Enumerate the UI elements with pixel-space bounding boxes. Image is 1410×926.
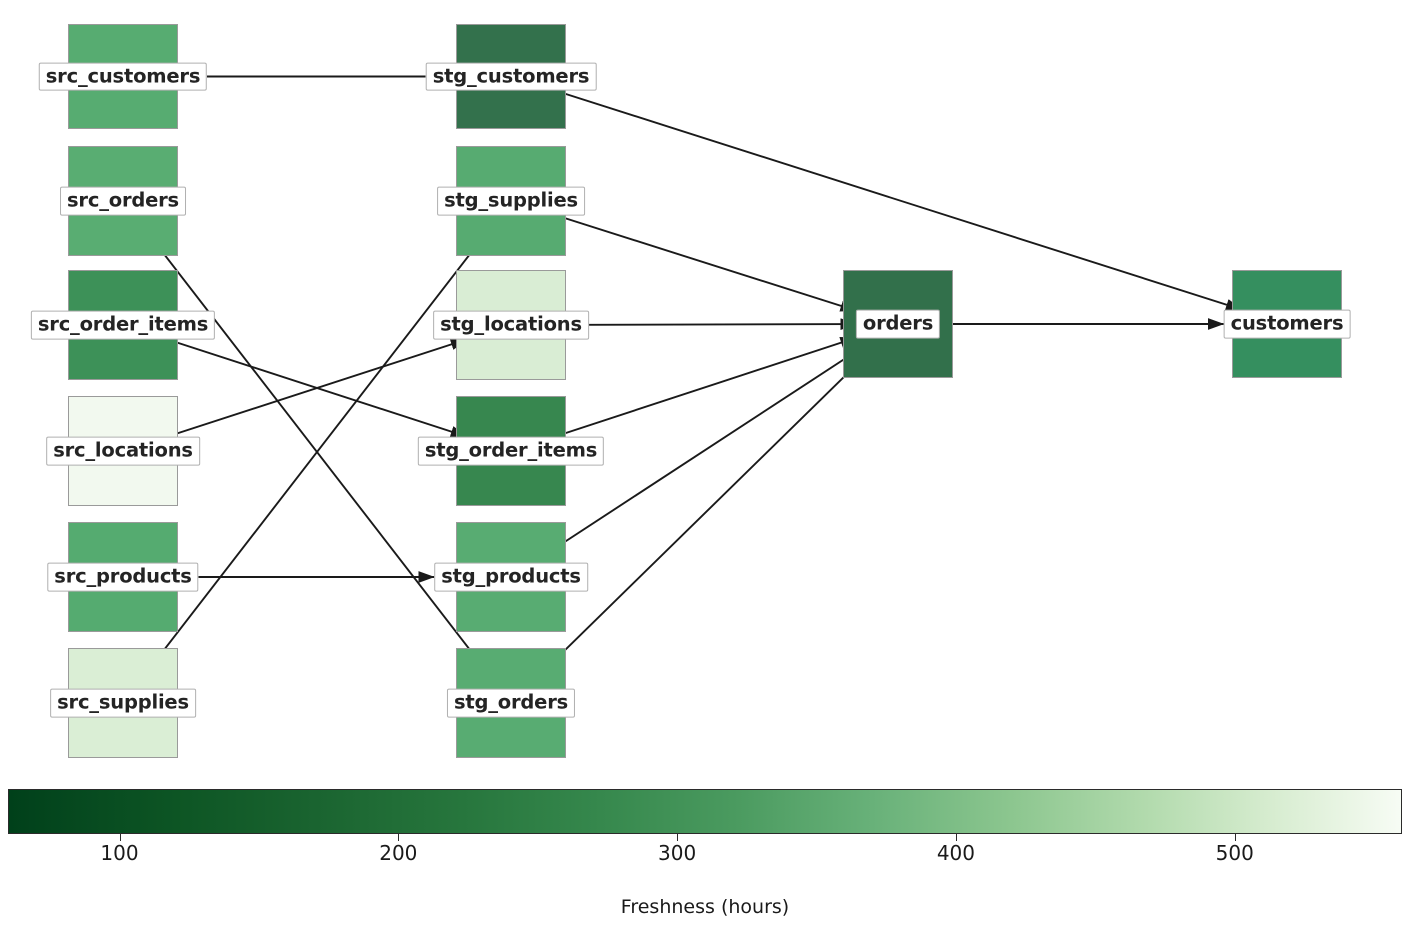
node-label-stg_orders: stg_orders [446,688,576,718]
colorbar-tick-label: 500 [1215,841,1254,865]
colorbar-title: Freshness (hours) [620,896,790,918]
colorbar-gradient [8,789,1402,834]
colorbar-tick [677,834,679,841]
colorbar-tick [1234,834,1236,841]
node-label-stg_order_items: stg_order_items [417,436,605,466]
colorbar-tick [955,834,957,841]
node-label-src_locations: src_locations [46,436,200,466]
node-label-customers: customers [1223,309,1351,339]
colorbar-tick-label: 100 [100,841,139,865]
node-label-stg_products: stg_products [434,562,588,592]
colorbar-tick-label: 200 [379,841,418,865]
colorbar-container [8,789,1402,834]
edge-stg_orders-to-orders [525,337,884,690]
node-label-src_orders: src_orders [60,186,186,216]
node-label-src_supplies: src_supplies [50,688,196,718]
node-label-orders: orders [855,309,941,339]
node-label-stg_locations: stg_locations [433,310,589,340]
node-label-src_products: src_products [47,562,199,592]
colorbar-tick [119,834,121,841]
edge-stg_order_items-to-orders [554,336,857,438]
edge-stg_supplies-to-orders [556,214,857,312]
edge-stg_locations-to-orders [588,318,857,331]
node-label-stg_supplies: stg_supplies [437,186,585,216]
colorbar-tick-label: 400 [936,841,975,865]
edge-src_order_items-to-stg_order_items [167,338,468,438]
colorbar-tick [398,834,400,841]
node-label-stg_customers: stg_customers [425,62,597,91]
node-label-src_customers: src_customers [38,62,208,91]
edge-src_locations-to-stg_locations [167,338,468,438]
colorbar-tick-label: 300 [658,841,697,865]
node-label-src_order_items: src_order_items [30,310,216,340]
